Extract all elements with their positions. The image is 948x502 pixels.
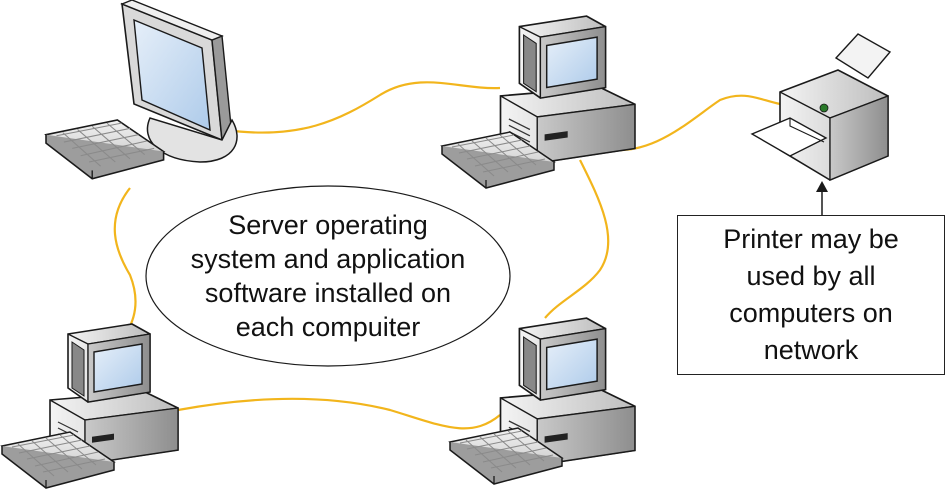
callout-line: network (763, 335, 859, 365)
cable-bottom-left-to-bottom-right (177, 397, 501, 430)
callout-line: computers on (729, 298, 893, 328)
printer-callout-box: Printer may be used by all computers on … (677, 215, 945, 375)
lcd-monitor-icon (120, 0, 238, 163)
ellipse-line: each compuiter (235, 312, 421, 342)
ellipse-line: software installed on (204, 278, 452, 308)
cable-top-left-to-top-right (224, 81, 501, 134)
ellipse-label: Server operating system and application … (160, 196, 496, 356)
ellipse-line: system and application (190, 244, 466, 274)
cable-top-right-to-printer (599, 94, 781, 152)
cable-top-right-to-bottom-right (544, 159, 610, 319)
callout-line: Printer may be (723, 224, 899, 254)
network-cables (113, 81, 781, 430)
callout-arrow (816, 181, 828, 215)
callout-line: used by all (746, 261, 876, 291)
server-os-ellipse (145, 185, 511, 367)
cable-top-left-to-bottom-left (113, 187, 137, 336)
keyboard-icon (45, 119, 165, 180)
ellipse-line: Server operating (228, 210, 428, 240)
printer-icon (750, 33, 892, 181)
